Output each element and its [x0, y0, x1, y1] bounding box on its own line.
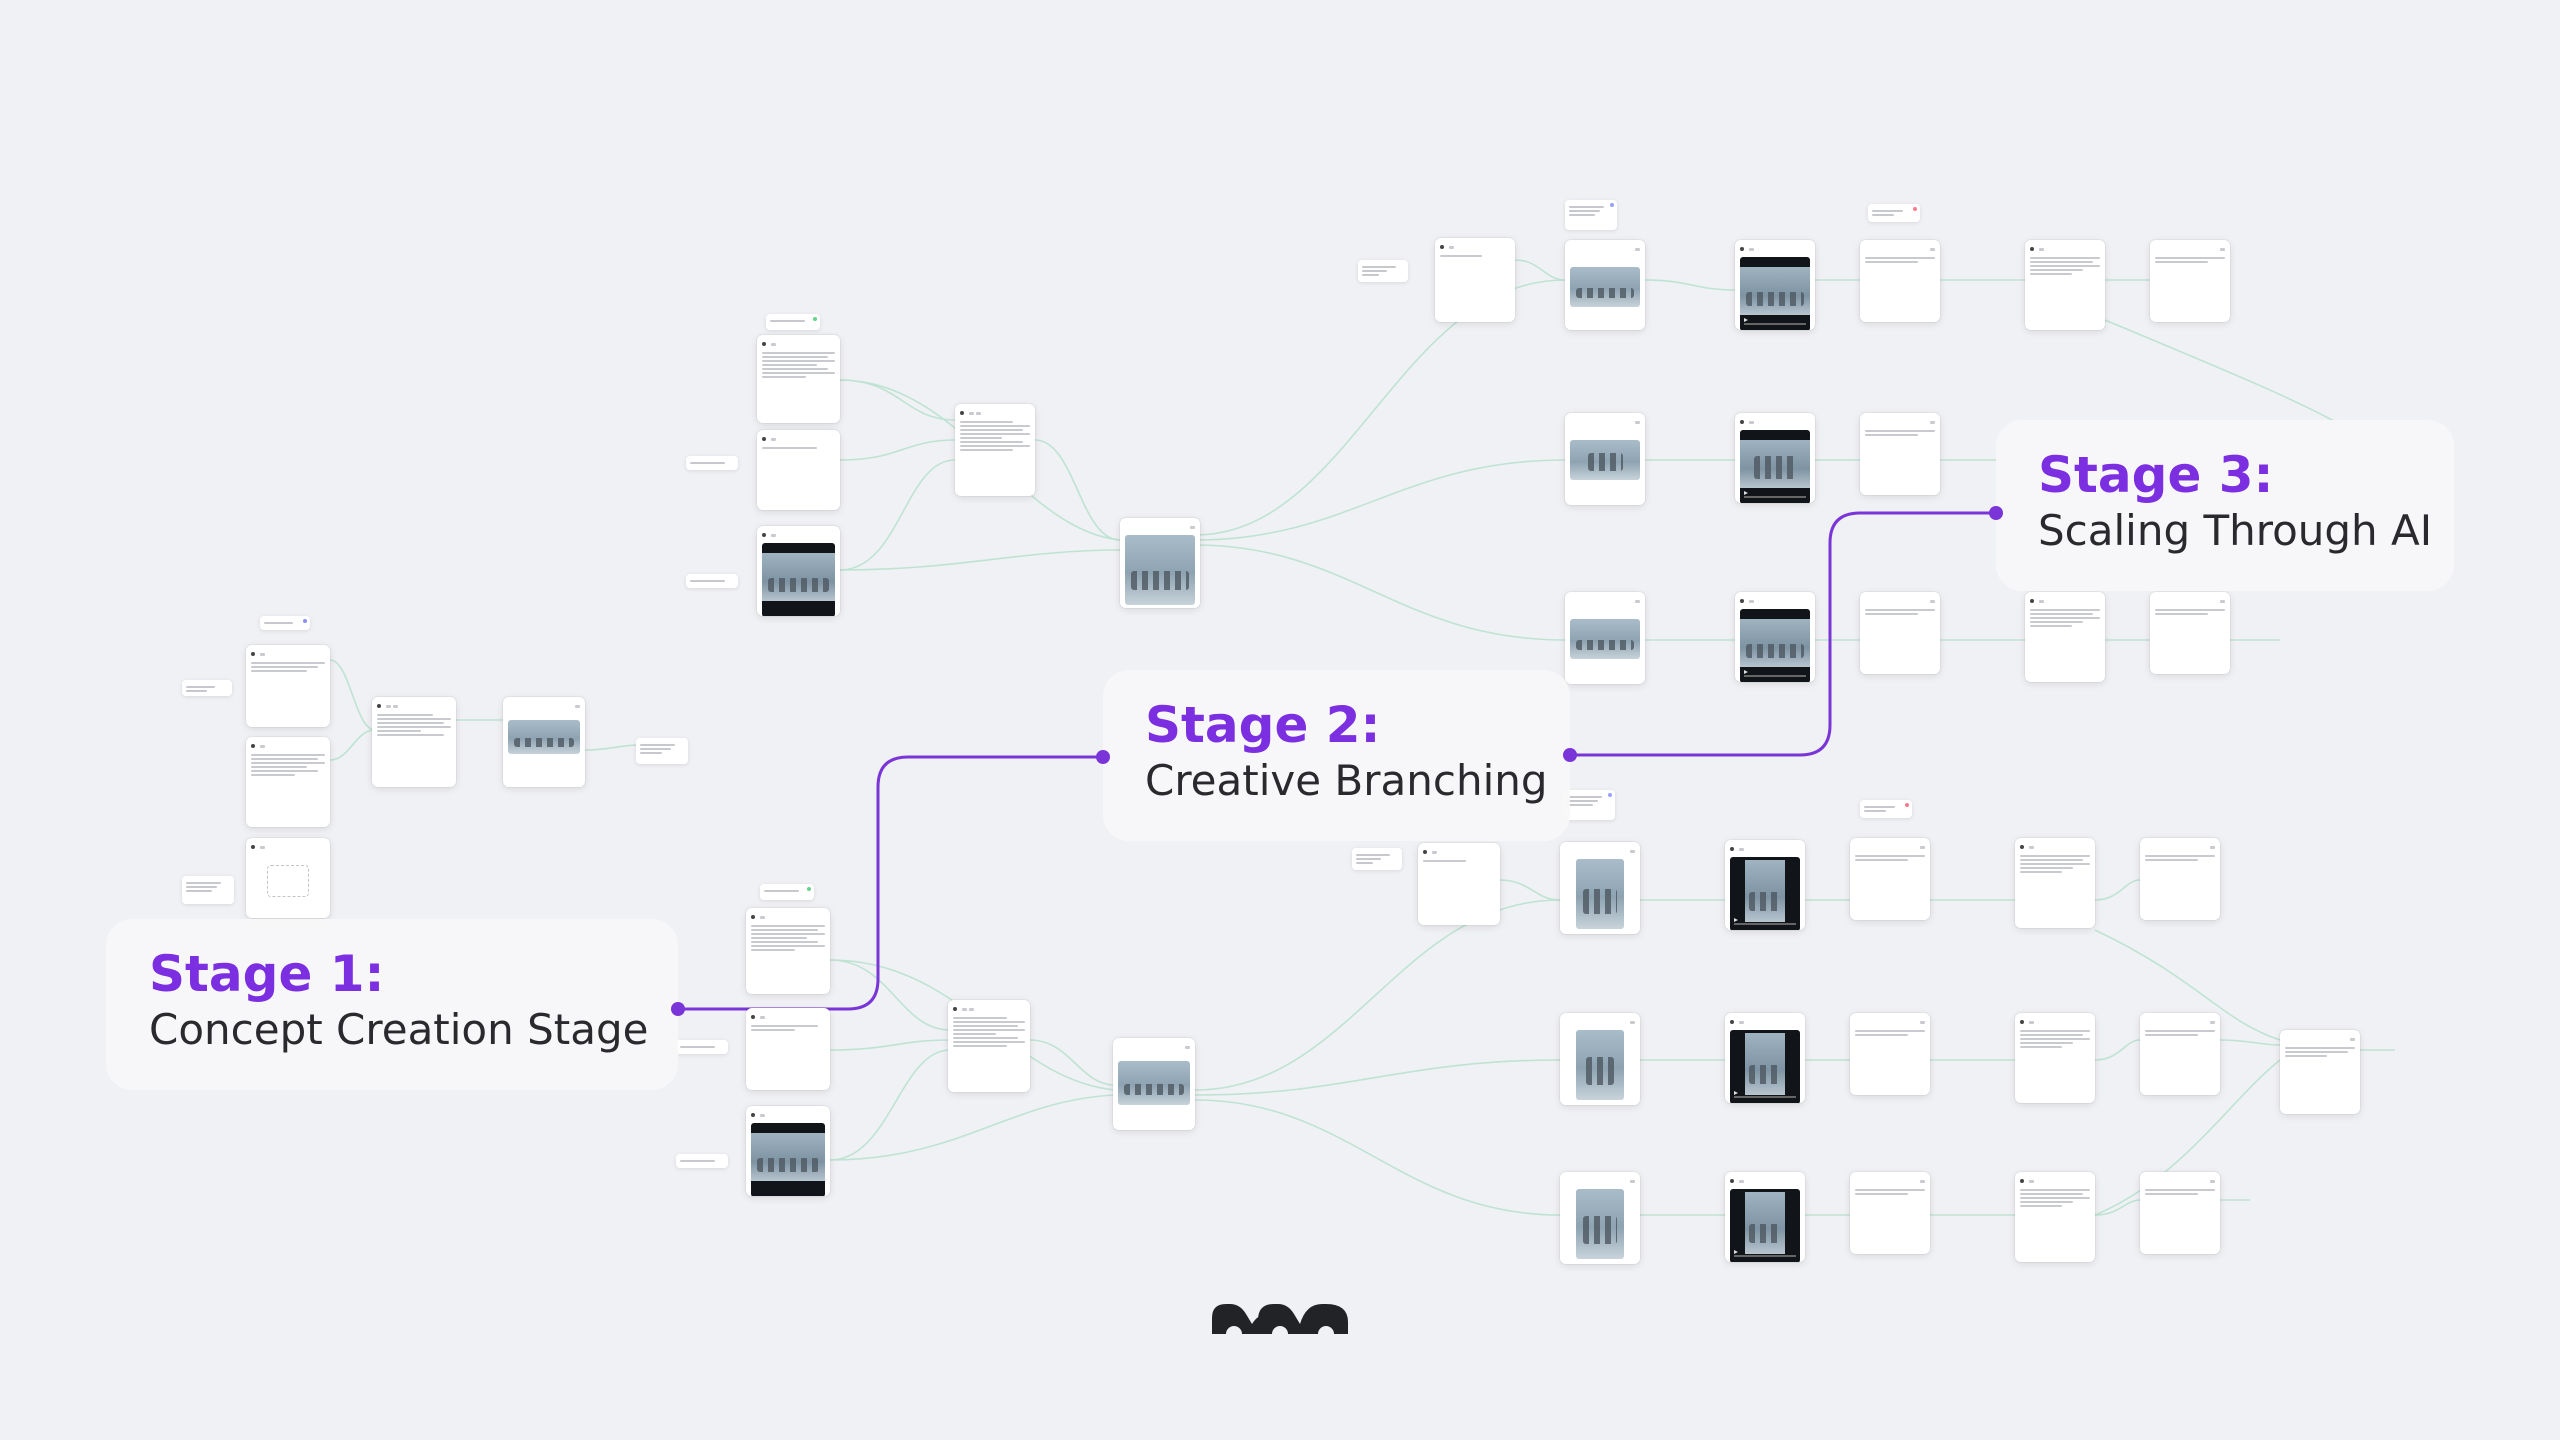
text-output-node[interactable]	[1850, 1013, 1930, 1095]
text-prompt-node[interactable]	[1435, 238, 1515, 322]
image-variation-node[interactable]	[1565, 592, 1645, 684]
note-sticky[interactable]	[1563, 790, 1615, 820]
input-image	[762, 543, 835, 616]
llm-node[interactable]	[372, 697, 456, 787]
generated-image	[508, 720, 580, 754]
note-sticky[interactable]	[182, 876, 234, 904]
image-input-node[interactable]	[746, 1106, 830, 1196]
variation-image	[1576, 1030, 1624, 1100]
text-prompt-node[interactable]	[757, 430, 840, 510]
variation-image	[1570, 267, 1640, 307]
video-preview[interactable]	[1730, 1030, 1800, 1103]
text-output-node[interactable]	[2150, 592, 2230, 674]
variation-image	[1576, 1189, 1624, 1259]
note-sticky[interactable]	[686, 574, 738, 588]
note-sticky[interactable]	[766, 314, 820, 330]
note-sticky[interactable]	[760, 884, 814, 900]
note-sticky[interactable]	[1860, 800, 1912, 818]
stage-1-label: Stage 1: Concept Creation Stage	[106, 919, 678, 1090]
image-variation-node[interactable]	[1565, 413, 1645, 505]
llm-node[interactable]	[2015, 838, 2095, 928]
stage-1-number: Stage 1:	[149, 945, 385, 1003]
note-sticky[interactable]	[1868, 204, 1920, 222]
variation-image	[1576, 859, 1624, 929]
image-variation-node[interactable]	[1560, 1172, 1640, 1264]
stage-1-description: Concept Creation Stage	[149, 1005, 649, 1054]
llm-node[interactable]	[948, 1000, 1030, 1092]
image-generation-node[interactable]	[503, 697, 585, 787]
text-output-node[interactable]	[2280, 1030, 2360, 1114]
stage-2-number: Stage 2:	[1145, 696, 1381, 754]
note-sticky[interactable]	[636, 738, 688, 764]
video-generation-node[interactable]	[1735, 592, 1815, 682]
video-generation-node[interactable]	[1725, 1172, 1805, 1262]
text-output-node[interactable]	[1850, 1172, 1930, 1254]
video-preview[interactable]	[1740, 609, 1810, 682]
stage-3-number: Stage 3:	[2038, 446, 2274, 504]
video-generation-node[interactable]	[1725, 1013, 1805, 1103]
llm-node[interactable]	[2015, 1013, 2095, 1103]
upload-placeholder[interactable]	[267, 865, 309, 897]
note-sticky[interactable]	[676, 1040, 728, 1054]
text-prompt-node[interactable]	[746, 1008, 830, 1090]
stage-3-label: Stage 3: Scaling Through AI	[1996, 420, 2454, 591]
llm-node[interactable]	[2025, 240, 2105, 330]
video-generation-node[interactable]	[1735, 240, 1815, 330]
video-generation-node[interactable]	[1725, 840, 1805, 930]
note-sticky[interactable]	[686, 456, 738, 470]
variation-image	[1570, 440, 1640, 480]
text-output-node[interactable]	[1860, 240, 1940, 322]
text-output-node[interactable]	[2140, 838, 2220, 920]
video-preview[interactable]	[1740, 257, 1810, 330]
text-prompt-node[interactable]	[246, 737, 330, 827]
llm-node[interactable]	[2025, 592, 2105, 682]
stage-2-label: Stage 2: Creative Branching	[1103, 670, 1570, 841]
text-output-node[interactable]	[2150, 240, 2230, 322]
connector-dot	[1563, 748, 1577, 762]
wave-logo-icon	[1212, 1304, 1348, 1336]
upload-image-node[interactable]	[246, 838, 330, 918]
stage-3-description: Scaling Through AI	[2038, 506, 2433, 555]
video-preview[interactable]	[1730, 857, 1800, 930]
note-sticky[interactable]	[182, 680, 232, 696]
note-sticky[interactable]	[1565, 200, 1617, 230]
image-input-node[interactable]	[757, 526, 840, 616]
connector-dot	[1989, 506, 2003, 520]
connector-dot	[671, 1002, 685, 1016]
connector-dot	[1096, 750, 1110, 764]
generated-image	[1118, 1061, 1190, 1105]
input-image	[751, 1123, 825, 1196]
llm-node[interactable]	[955, 404, 1035, 496]
stage-2-description: Creative Branching	[1145, 756, 1548, 805]
image-generation-node[interactable]	[1113, 1038, 1195, 1130]
image-variation-node[interactable]	[1565, 240, 1645, 330]
text-prompt-node[interactable]	[746, 908, 830, 994]
generated-image	[1125, 535, 1195, 605]
text-output-node[interactable]	[1850, 838, 1930, 920]
llm-node[interactable]	[2015, 1172, 2095, 1262]
note-sticky[interactable]	[676, 1154, 728, 1168]
variation-image	[1570, 619, 1640, 659]
text-output-node[interactable]	[1860, 592, 1940, 674]
note-sticky[interactable]	[260, 616, 310, 630]
note-sticky[interactable]	[1358, 260, 1408, 282]
image-generation-node[interactable]	[1120, 518, 1200, 608]
text-output-node[interactable]	[1860, 413, 1940, 495]
text-prompt-node[interactable]	[246, 645, 330, 727]
video-preview[interactable]	[1740, 430, 1810, 503]
text-output-node[interactable]	[2140, 1172, 2220, 1254]
text-output-node[interactable]	[2140, 1013, 2220, 1095]
image-variation-node[interactable]	[1560, 842, 1640, 934]
note-sticky[interactable]	[1352, 848, 1402, 870]
video-preview[interactable]	[1730, 1189, 1800, 1262]
video-generation-node[interactable]	[1735, 413, 1815, 503]
image-variation-node[interactable]	[1560, 1013, 1640, 1105]
text-prompt-node[interactable]	[757, 335, 840, 423]
text-prompt-node[interactable]	[1418, 843, 1500, 925]
